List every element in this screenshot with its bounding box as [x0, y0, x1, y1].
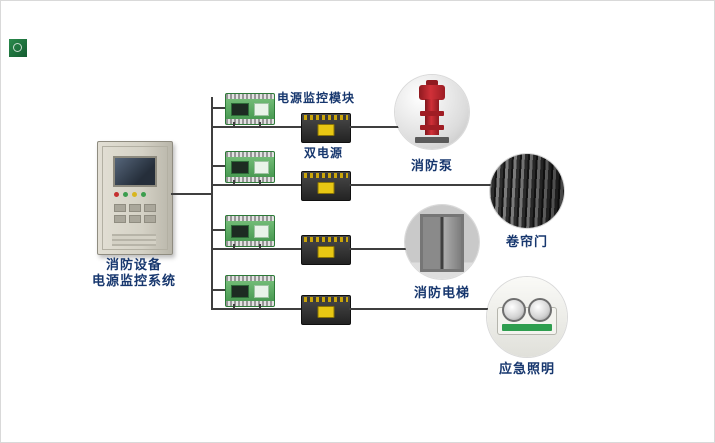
dual-power-switch-4: [301, 295, 351, 325]
elevator-door: [420, 214, 464, 272]
module-annotation: 电源监控模块: [277, 91, 356, 105]
wire-bus-to-module-4: [213, 289, 225, 291]
dual-power-switch-2: [301, 171, 351, 201]
fire-elevator-photo: [405, 205, 479, 279]
power-monitor-module-4: [225, 275, 275, 307]
wire-bus-to-module-3: [213, 229, 225, 231]
cabinet-buttons: [114, 204, 156, 223]
device-label-fire-elevator: 消防电梯: [413, 285, 470, 300]
device-label-emergency-lighting: 应急照明: [498, 361, 555, 376]
wire-ats-to-device-1: [349, 126, 401, 128]
cabinet-indicator-leds: [114, 192, 156, 198]
roller-shutter-door-photo: [490, 154, 564, 228]
wire-cabinet-to-bus: [171, 193, 213, 195]
emergency-lamp-right: [528, 298, 552, 322]
ats-annotation: 双电源: [304, 146, 344, 160]
device-label-fire-pump: 消防泵: [410, 158, 453, 173]
wire-ats-to-device-2: [349, 184, 494, 186]
control-cabinet: [97, 141, 173, 255]
emergency-lamp-left: [502, 298, 526, 322]
wire-bus-to-module-2: [213, 165, 225, 167]
fire-pump-photo: [395, 75, 469, 149]
wire-ats-to-device-4: [349, 308, 489, 310]
emergency-light-green-strip: [502, 324, 552, 331]
wire-bus-to-module-1: [213, 107, 225, 109]
cabinet-door: [102, 146, 168, 250]
bus-line: [211, 97, 213, 310]
wire-bus-to-ats-4: [213, 308, 301, 310]
device-label-roller-shutter: 卷帘门: [505, 234, 548, 249]
cabinet-label-line2: 电源监控系统: [91, 273, 176, 288]
emergency-light-fixture: [497, 298, 557, 335]
cabinet-screen: [113, 156, 157, 187]
wire-bus-to-ats-1: [213, 126, 301, 128]
emergency-lighting-photo: [487, 277, 567, 357]
dual-power-switch-3: [301, 235, 351, 265]
cabinet-label-line1: 消防设备: [105, 257, 162, 272]
cabinet-vents: [112, 234, 156, 246]
power-monitor-module-1: [225, 93, 275, 125]
power-monitor-module-3: [225, 215, 275, 247]
dual-power-switch-1: [301, 113, 351, 143]
wire-ats-to-device-3: [349, 248, 409, 250]
wire-bus-to-ats-2: [213, 184, 301, 186]
power-monitor-module-2: [225, 151, 275, 183]
wire-bus-to-ats-3: [213, 248, 301, 250]
brand-logo-icon: [9, 39, 27, 57]
